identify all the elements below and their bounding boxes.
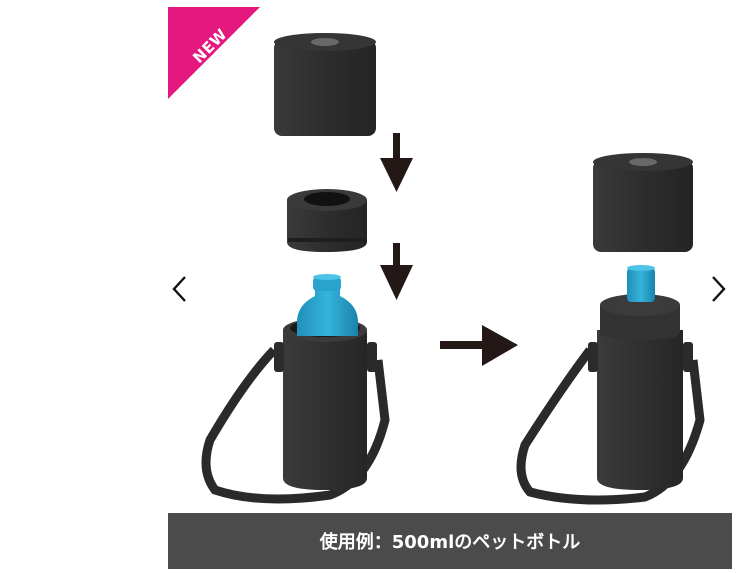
image-caption: 使用例：500mlのペットボトル [168,513,732,569]
carousel-prev-button[interactable] [164,272,194,306]
chevron-left-icon [172,276,186,302]
cap-top-right [593,153,693,252]
caption-text: 使用例：500mlのペットボトル [319,532,581,553]
arrow-down-2 [380,243,413,300]
cap-top-left [274,33,376,136]
assembly-illustration [201,33,705,505]
product-image [168,0,734,512]
holder-left [201,318,390,504]
chevron-right-icon [712,276,726,302]
arrow-right [440,325,518,366]
pet-bottle-left [297,274,358,336]
new-badge: NEW [168,7,260,99]
badge-ribbon [168,7,260,99]
cap-ring-left [287,189,367,252]
arrow-down-1 [380,133,413,192]
carousel-next-button[interactable] [704,272,734,306]
pet-bottle-right [627,265,655,302]
holder-right [516,294,705,505]
